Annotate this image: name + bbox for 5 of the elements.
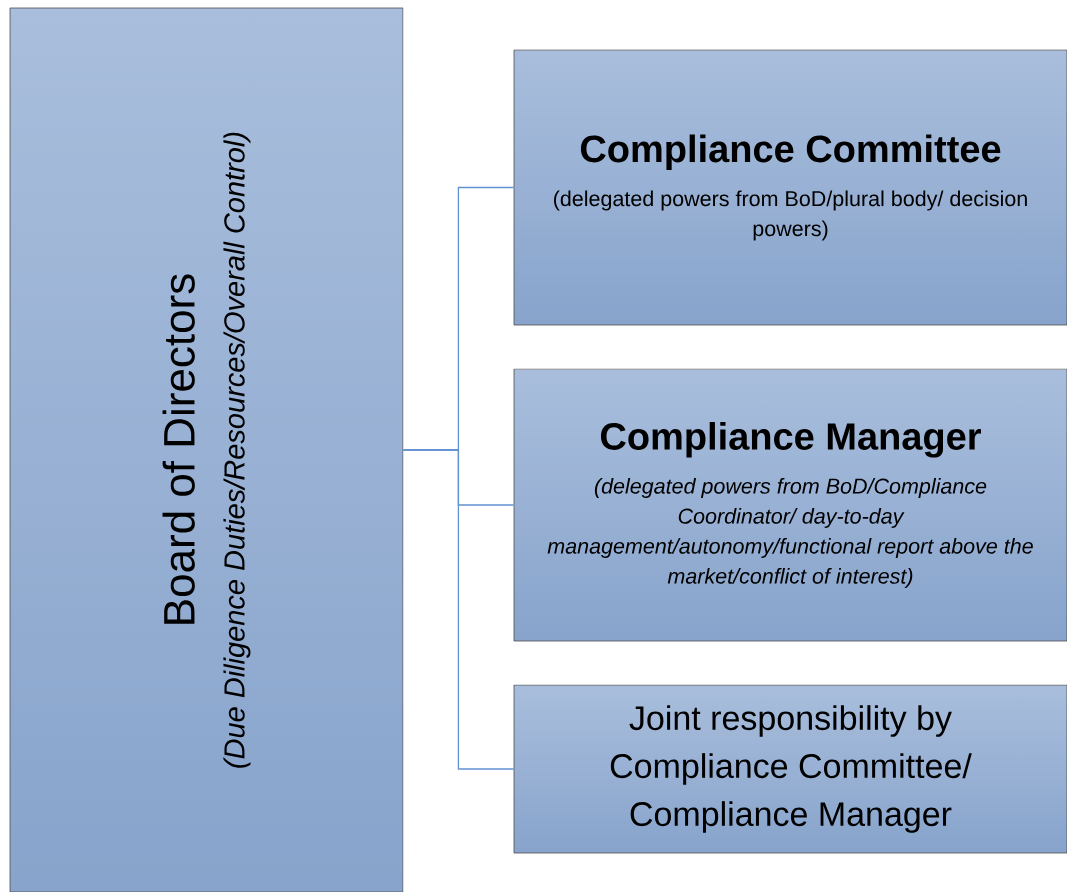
committee-box: Compliance Committee (delegated powers from BoD/plural body/ decision powers): [513, 49, 1067, 326]
manager-box: Compliance Manager (delegated powers from BoD/Compliance Coordinator/ day-to-day management/autonomy/functional report above the market/conflict of interest): [513, 368, 1067, 642]
responsibility-box: Joint responsibility by Compliance Committee/ Compliance Manager: [513, 684, 1067, 854]
board-box: Board of Directors (Due Diligence Duties/Resources/Overall Control): [9, 7, 404, 892]
connector: [402, 449, 515, 770]
